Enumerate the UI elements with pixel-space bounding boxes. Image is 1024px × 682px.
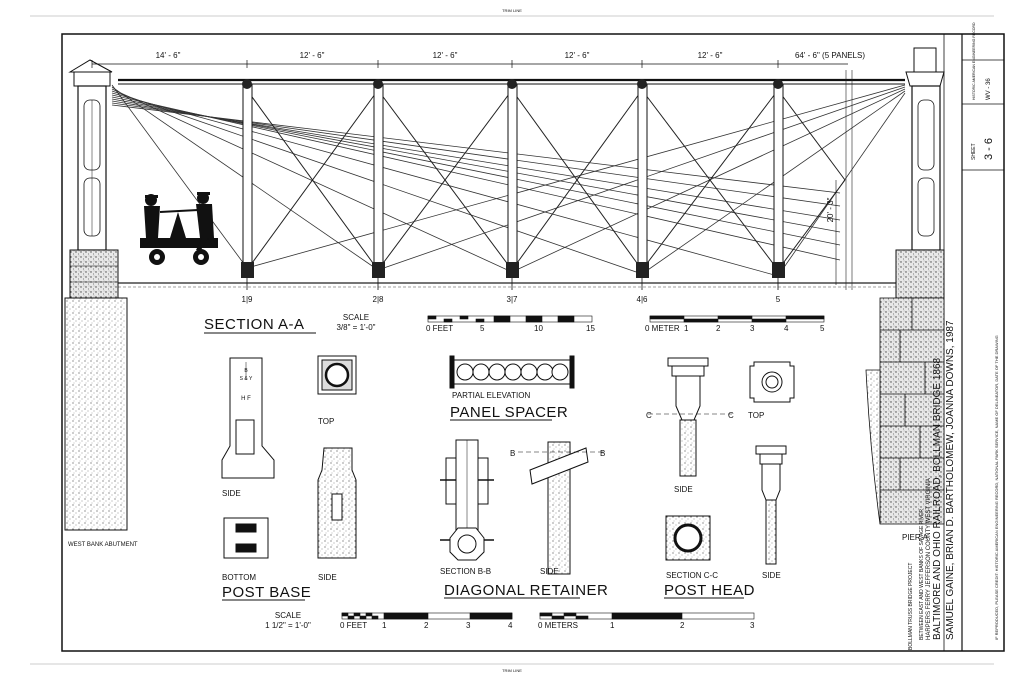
c-mark-right: C <box>728 411 734 420</box>
title-block-record-id: WV - 36 <box>986 78 992 100</box>
base-mark-1: B <box>244 368 248 374</box>
post-base-top-label: TOP <box>318 417 334 426</box>
post-number-5: 5 <box>776 295 781 304</box>
diagonal-retainer-side-label: SIDE <box>540 567 559 576</box>
post-head-details <box>648 357 795 565</box>
post-base-details <box>221 355 357 559</box>
post-base-side-label: SIDE <box>222 489 241 498</box>
section-scale-label: SCALE <box>343 313 369 322</box>
bottom-scale-value: 1 1/2" = 1'-0" <box>265 621 311 630</box>
section-scale-value: 3/8" = 1'-0" <box>336 323 375 332</box>
bottom-meters-2: 2 <box>680 621 685 630</box>
diagonal-retainer-title: DIAGONAL RETAINER <box>444 582 608 599</box>
title-block-survey-label: HISTORIC AMERICAN ENGINEERING RECORD <box>972 22 976 100</box>
title-block-railroad: BALTIMORE AND OHIO RAILROAD, BOLLMAN BRI… <box>932 357 943 640</box>
title-block: SAMUEL GAINE, BRIAN D. BARTHOLOMEW, JOAN… <box>908 22 1004 650</box>
post-number-1: 1|9 <box>242 295 254 304</box>
bottom-meter-scale <box>539 612 755 620</box>
base-mark-2: S & Y <box>240 376 253 382</box>
feet-scale-0: 0 FEET <box>426 324 453 333</box>
post-number-3: 3|7 <box>507 295 519 304</box>
bottom-meters-1: 1 <box>610 621 615 630</box>
meter-scale-1: 1 <box>684 324 689 333</box>
title-block-location: HARPERS FERRY JEFFERSON COUNTY WEST VIRG… <box>926 478 932 640</box>
west-tower <box>68 59 119 299</box>
section-title: SECTION A-A <box>204 316 305 333</box>
title-block-sheet-label: SHEET <box>971 143 977 160</box>
truss-elevation <box>64 47 945 531</box>
title-block-project: BOLLMAN TRUSS BRIDGE PROJECT <box>908 563 914 650</box>
handcar-silhouette <box>140 192 218 265</box>
section-bb-label: SECTION B-B <box>440 567 491 576</box>
b-mark-left: B <box>510 449 515 458</box>
pier-masonry <box>865 297 945 525</box>
dim-2: 12' - 6" <box>300 51 325 60</box>
trim-line-bottom: TRIM LINE <box>502 668 522 673</box>
meter-scale-bar <box>649 315 825 323</box>
post-base-side2-label: SIDE <box>318 573 337 582</box>
c-mark-left: C <box>646 411 652 420</box>
meter-scale-2: 2 <box>716 324 721 333</box>
drawing-border <box>61 33 1005 652</box>
section-cc-label: SECTION C-C <box>666 571 718 580</box>
post-head-side2-label: SIDE <box>762 571 781 580</box>
meter-scale-4: 4 <box>784 324 789 333</box>
dimension-line <box>91 60 848 68</box>
post-number-2: 2|8 <box>373 295 385 304</box>
pier-label: PIER A <box>902 533 928 542</box>
partial-elevation-label: PARTIAL ELEVATION <box>452 391 530 400</box>
panel-spacer-elevation <box>449 355 575 389</box>
post-head-top-label: TOP <box>748 411 764 420</box>
bottom-feet-3: 3 <box>466 621 471 630</box>
panel-spacer-title: PANEL SPACER <box>450 404 568 421</box>
post-head-side-label: SIDE <box>674 485 693 494</box>
bottom-feet-2: 2 <box>424 621 429 630</box>
title-block-sheet-number: 3 - 6 <box>983 138 995 160</box>
title-block-sub-location: BETWEEN EAST AND WEST BANKS OF SAVAGE RI… <box>919 509 925 640</box>
bottom-feet-4: 4 <box>508 621 513 630</box>
meter-scale-3: 3 <box>750 324 755 333</box>
bottom-feet-scale <box>341 612 513 620</box>
feet-scale-10: 10 <box>534 324 543 333</box>
bottom-scale-label: SCALE <box>275 611 301 620</box>
dim-1: 14' - 6" <box>156 51 181 60</box>
trim-line-top: TRIM LINE <box>502 8 522 13</box>
west-abutment <box>64 297 128 531</box>
dim-6: 64' - 6" (5 PANELS) <box>795 51 865 60</box>
bottom-feet-1: 1 <box>382 621 387 630</box>
bottom-feet-0: 0 FEET <box>340 621 367 630</box>
post-base-bottom-label: BOTTOM <box>222 573 256 582</box>
feet-scale-5: 5 <box>480 324 485 333</box>
pier-tower <box>895 47 945 299</box>
base-mark-3: H F <box>241 396 251 402</box>
dim-3: 12' - 6" <box>433 51 458 60</box>
post-head-title: POST HEAD <box>664 582 755 599</box>
post-base-title: POST BASE <box>222 584 311 601</box>
feet-scale-15: 15 <box>586 324 595 333</box>
bottom-meters-0: 0 METERS <box>538 621 578 630</box>
b-mark-right: B <box>600 449 605 458</box>
meter-scale-0: 0 METER <box>645 324 680 333</box>
bottom-meters-3: 3 <box>750 621 755 630</box>
dim-4: 12' - 6" <box>565 51 590 60</box>
title-block-notes: IF REPRODUCED, PLEASE CREDIT: HISTORIC A… <box>994 335 999 640</box>
meter-scale-5: 5 <box>820 324 825 333</box>
height-dim: 20' - 3" <box>826 197 835 222</box>
feet-scale-bar <box>427 315 593 323</box>
diagonal-retainer-details <box>440 439 606 575</box>
dim-5: 12' - 6" <box>698 51 723 60</box>
post-number-4: 4|6 <box>637 295 649 304</box>
west-abutment-label: WEST BANK ABUTMENT <box>68 542 138 548</box>
title-block-delineators: SAMUEL GAINE, BRIAN D. BARTHOLOMEW, JOAN… <box>945 320 956 640</box>
